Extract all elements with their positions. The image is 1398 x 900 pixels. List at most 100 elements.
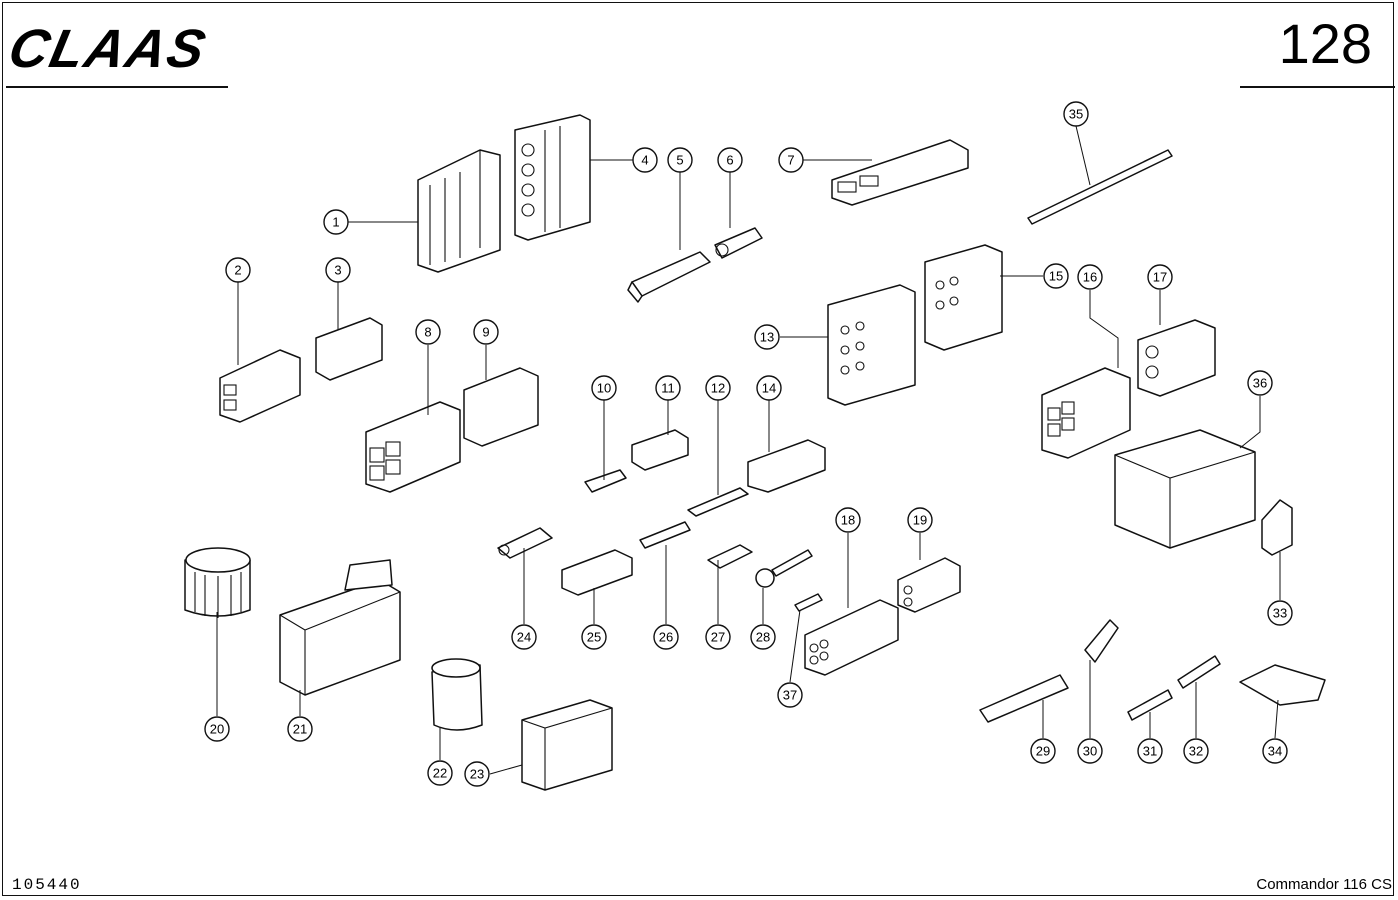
part-31-terminal	[1127, 689, 1173, 721]
callout-21: 21	[287, 716, 313, 742]
callout-4: 4	[632, 147, 658, 173]
svg-text:10: 10	[597, 381, 611, 396]
part-3-connector	[315, 317, 383, 381]
callout-24: 24	[511, 624, 537, 650]
callout-27: 27	[705, 624, 731, 650]
part-13-multi-pin-plug	[827, 284, 916, 406]
svg-text:15: 15	[1049, 269, 1063, 284]
svg-text:7: 7	[787, 153, 794, 168]
callout-1: 1	[323, 209, 349, 235]
callout-23: 23	[464, 761, 490, 787]
svg-text:14: 14	[762, 381, 776, 396]
part-7-dual-connector	[831, 139, 969, 206]
callout-10: 10	[591, 375, 617, 401]
callout-29: 29	[1030, 738, 1056, 764]
part-27-clip	[707, 544, 753, 569]
callout-3: 3	[325, 257, 351, 283]
callout-13: 13	[754, 324, 780, 350]
callout-14: 14	[756, 375, 782, 401]
callout-32: 32	[1183, 738, 1209, 764]
svg-text:20: 20	[210, 722, 224, 737]
callout-16: 16	[1077, 264, 1103, 290]
svg-text:9: 9	[482, 325, 489, 340]
part-5-pin-housing	[627, 251, 711, 303]
logo-underline	[6, 86, 228, 88]
svg-text:31: 31	[1143, 744, 1157, 759]
callout-9: 9	[473, 319, 499, 345]
part-30-socket-pin	[1084, 619, 1119, 663]
svg-text:33: 33	[1273, 606, 1287, 621]
svg-text:3: 3	[334, 263, 341, 278]
svg-text:11: 11	[661, 381, 675, 396]
svg-text:21: 21	[293, 722, 307, 737]
callout-18: 18	[835, 507, 861, 533]
part-21-relay-socket	[279, 559, 401, 696]
part-37-terminal	[794, 593, 823, 612]
part-12-terminal	[687, 487, 749, 517]
svg-text:29: 29	[1036, 744, 1050, 759]
svg-text:23: 23	[470, 767, 484, 782]
callout-30: 30	[1077, 738, 1103, 764]
part-16-six-way-connector	[1041, 367, 1131, 459]
callout-28: 28	[750, 624, 776, 650]
callout-5: 5	[667, 147, 693, 173]
callout-31: 31	[1137, 738, 1163, 764]
part-17-socket-block	[1137, 319, 1216, 397]
svg-text:12: 12	[711, 381, 725, 396]
part-36-relay-base	[1114, 429, 1256, 549]
svg-text:5: 5	[676, 153, 683, 168]
svg-text:35: 35	[1069, 107, 1083, 122]
part-1-connector-housing	[417, 149, 501, 273]
svg-text:19: 19	[913, 513, 927, 528]
callout-11: 11	[655, 375, 681, 401]
svg-text:34: 34	[1268, 744, 1282, 759]
claas-logo: CLAAS	[4, 14, 236, 94]
svg-text:4: 4	[641, 153, 648, 168]
leader-lines	[216, 125, 1281, 775]
callout-15: 15	[1043, 263, 1069, 289]
callout-25: 25	[581, 624, 607, 650]
callout-35: 35	[1063, 101, 1089, 127]
callout-33: 33	[1267, 600, 1293, 626]
page-number: 128	[1278, 12, 1372, 75]
callout-34: 34	[1262, 738, 1288, 764]
callout-2: 2	[225, 257, 251, 283]
part-33-clip	[1261, 499, 1293, 556]
svg-text:25: 25	[587, 630, 601, 645]
callout-37: 37	[777, 682, 803, 708]
part-24-ring-terminal	[497, 527, 553, 559]
svg-text:36: 36	[1253, 376, 1267, 391]
model-name: Commandor 116 CS	[1256, 876, 1392, 893]
part-2-connector	[219, 349, 301, 423]
svg-text:37: 37	[783, 688, 797, 703]
svg-text:27: 27	[711, 630, 725, 645]
part-34-bracket	[1239, 664, 1326, 706]
part-8-four-way-connector	[365, 401, 461, 493]
svg-text:32: 32	[1189, 744, 1203, 759]
svg-text:2: 2	[234, 263, 241, 278]
svg-text:17: 17	[1153, 270, 1167, 285]
part-35-tool	[1027, 149, 1173, 225]
part-18-plug-housing	[804, 599, 899, 676]
callout-6: 6	[717, 147, 743, 173]
part-19-socket-housing	[897, 557, 961, 613]
part-23-housing	[521, 699, 613, 791]
svg-text:28: 28	[756, 630, 770, 645]
part-28-ring-terminal	[755, 549, 813, 588]
svg-text:16: 16	[1083, 270, 1097, 285]
callout-36: 36	[1247, 370, 1273, 396]
svg-text:13: 13	[760, 330, 774, 345]
document-number: 105440	[12, 876, 82, 894]
part-15-multi-pin-socket	[924, 244, 1003, 351]
svg-text:8: 8	[424, 325, 431, 340]
svg-text:22: 22	[433, 766, 447, 781]
callout-20: 20	[204, 716, 230, 742]
part-10-terminal	[584, 469, 627, 493]
callout-7: 7	[778, 147, 804, 173]
svg-text:1: 1	[332, 215, 339, 230]
callout-8: 8	[415, 319, 441, 345]
part-14-connector	[747, 439, 826, 493]
part-29-pin	[979, 674, 1069, 723]
